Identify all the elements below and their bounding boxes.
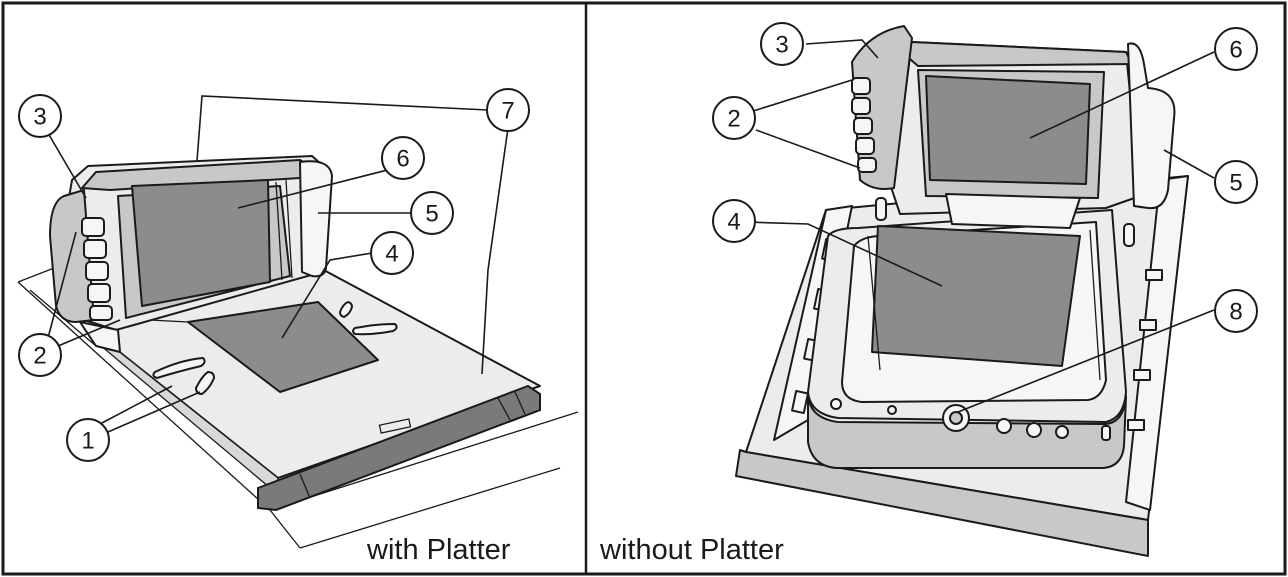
- platter-handle-left: [152, 357, 206, 379]
- callout-6-label: 6: [396, 146, 409, 173]
- control-button-5: [89, 305, 113, 321]
- control-button-2: [851, 97, 871, 115]
- counter-front-edge: [269, 509, 301, 549]
- leader-3: [47, 132, 87, 199]
- callout-4-label: 4: [727, 209, 740, 236]
- callout-6: 6: [381, 136, 425, 180]
- control-button-4: [855, 137, 875, 155]
- callout-3: 3: [18, 94, 62, 138]
- platter-grip-right: [339, 301, 353, 318]
- post-right: [1123, 223, 1135, 247]
- leader-2a: [749, 79, 853, 113]
- inner-rail-left: [867, 235, 881, 371]
- callout-1-label: 1: [81, 428, 94, 455]
- callout-7-label: 7: [501, 98, 514, 125]
- platter-handle-right: [352, 323, 398, 336]
- leader-6: [1029, 51, 1215, 139]
- callout-2: 2: [712, 96, 756, 140]
- leader-2b: [755, 129, 861, 169]
- frame-hole-5: [1055, 425, 1069, 439]
- vertical-window: [925, 75, 1091, 185]
- callout-2-label: 2: [727, 106, 740, 133]
- callout-3-label: 3: [775, 32, 788, 59]
- leader-6: [237, 163, 412, 209]
- control-button-1: [851, 77, 871, 95]
- frame-hole-3: [996, 418, 1012, 434]
- inner-frame-lip: [807, 391, 1127, 469]
- callout-4: 4: [712, 199, 756, 243]
- callout-2-label: 2: [33, 343, 46, 370]
- callout-3-label: 3: [33, 104, 46, 131]
- leader-1b: [107, 391, 201, 433]
- leader-2b: [57, 319, 121, 347]
- frame-hole-2: [887, 405, 897, 415]
- control-button-2: [83, 239, 107, 259]
- leader-1a: [99, 385, 173, 425]
- level-bubble-inner: [949, 411, 963, 425]
- callout-4: 4: [370, 231, 414, 275]
- vertical-window: [131, 179, 271, 307]
- callout-5-label: 5: [425, 201, 438, 228]
- frame-hole-4: [1026, 422, 1042, 438]
- tower-base: [79, 321, 121, 353]
- leader-8: [957, 309, 1215, 413]
- control-button-1: [81, 217, 105, 237]
- platter-grip-left: [195, 371, 215, 395]
- callout-7: 7: [486, 88, 530, 132]
- leader-7a: [196, 95, 489, 162]
- callout-1: 1: [66, 418, 110, 462]
- platter-recess: [149, 319, 189, 323]
- callout-2: 2: [18, 333, 62, 377]
- base-tray-front: [735, 449, 1149, 557]
- callout-3: 3: [760, 22, 804, 66]
- front-bumper: [257, 384, 541, 512]
- leader-4: [745, 221, 943, 287]
- platter-notch: [378, 418, 412, 434]
- callout-8-label: 8: [1229, 299, 1242, 326]
- callout-5: 5: [1214, 160, 1258, 204]
- control-button-3: [853, 117, 873, 135]
- leader-3: [805, 39, 879, 59]
- callout-6-label: 6: [1229, 37, 1242, 64]
- tower-shelf: [945, 193, 1081, 229]
- callout-6: 6: [1214, 27, 1258, 71]
- callout-5-label: 5: [1229, 170, 1242, 197]
- tower-top: [901, 41, 1133, 67]
- leader-7b: [481, 127, 509, 375]
- panel-without-platter: 3 2 6 5 4 8 without Platter: [599, 22, 1258, 566]
- counter-inner-edge: [29, 289, 97, 347]
- bumper-seam-2: [497, 397, 511, 421]
- bumper-seam-3: [514, 391, 526, 415]
- post-left: [875, 197, 887, 221]
- horizontal-window: [187, 301, 379, 393]
- leader-5: [1163, 149, 1215, 179]
- callout-5: 5: [410, 191, 454, 235]
- frame-hole-1: [830, 398, 842, 410]
- control-button-4: [87, 283, 111, 303]
- tower-side-wing: [299, 160, 333, 278]
- control-button-3: [85, 261, 109, 281]
- inner-rail-right: [1089, 229, 1101, 381]
- frame-latch: [1101, 425, 1111, 441]
- panel-with-platter: 7 6 5 4 3 2 1 with Platter: [17, 88, 579, 566]
- side-rail-right: [1125, 175, 1189, 511]
- callout-8: 8: [1214, 289, 1258, 333]
- leader-2a: [47, 231, 77, 339]
- tower-side-wing: [1127, 42, 1176, 210]
- counter-front-edge-2: [299, 467, 561, 549]
- horizontal-window: [871, 225, 1081, 367]
- callout-4-label: 4: [385, 241, 398, 268]
- caption-with-platter: with Platter: [366, 534, 511, 566]
- leader-4: [281, 252, 373, 339]
- control-button-5: [857, 157, 877, 173]
- bumper-seam-1: [299, 473, 311, 499]
- caption-without-platter: without Platter: [599, 534, 784, 566]
